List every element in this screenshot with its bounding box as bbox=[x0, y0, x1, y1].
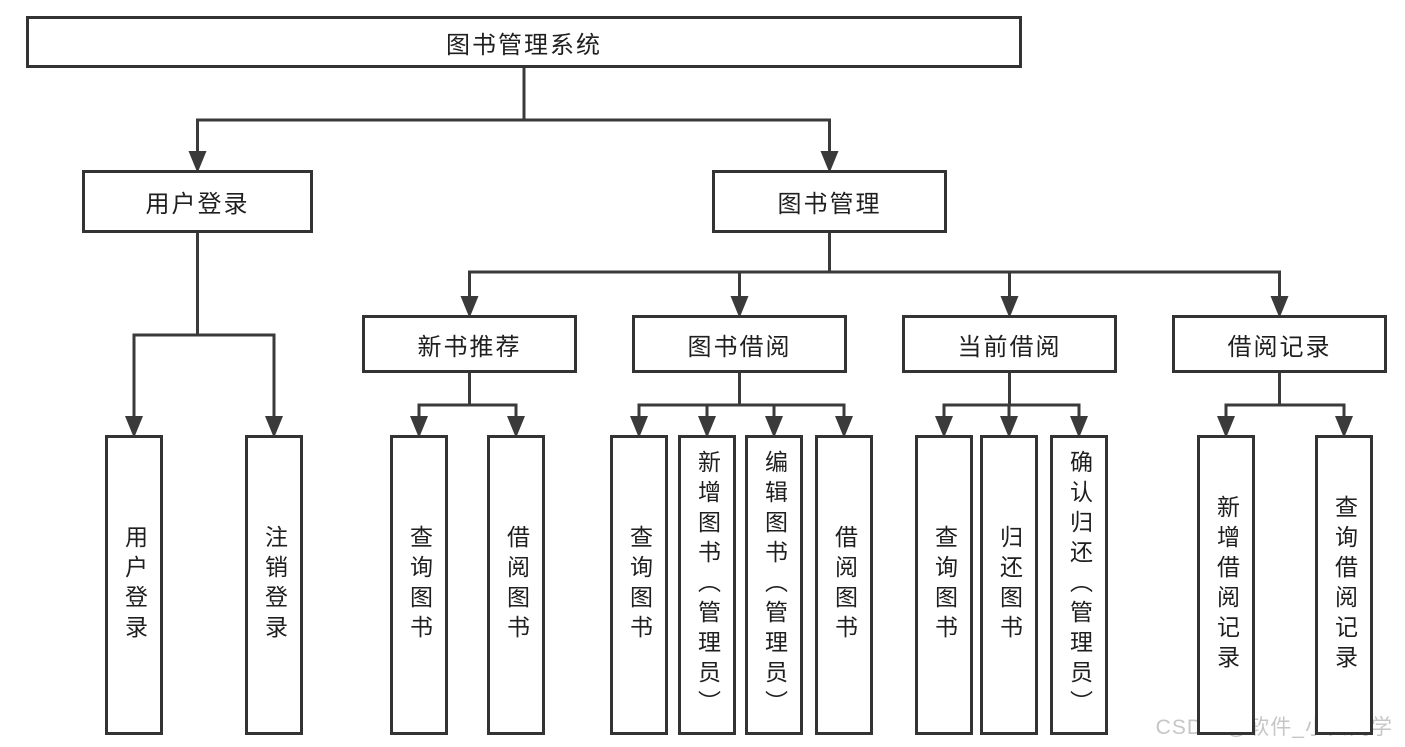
edge-current-borrow bbox=[935, 373, 1088, 438]
node-label-leaf-borrow-book-1: 借阅图书 bbox=[503, 525, 530, 645]
node-label-current-borrow: 当前借阅 bbox=[957, 333, 1062, 361]
node-label-book-management: 图书管理 bbox=[777, 191, 882, 218]
node-leaf-query-book-1: 查询图书 bbox=[390, 435, 448, 735]
node-leaf-query-book-3: 查询图书 bbox=[915, 435, 973, 735]
edge-borrow-records bbox=[1217, 373, 1353, 438]
node-label-root: 图书管理系统 bbox=[446, 31, 602, 59]
node-leaf-user-login: 用户登录 bbox=[105, 435, 163, 735]
node-leaf-query-borrow-record: 查询借阅记录 bbox=[1315, 435, 1373, 735]
node-leaf-return-book: 归还图书 bbox=[980, 435, 1038, 735]
node-label-new-book-recommend: 新书推荐 bbox=[417, 333, 522, 361]
node-book-management: 图书管理 bbox=[712, 170, 947, 233]
node-current-borrow: 当前借阅 bbox=[902, 315, 1117, 373]
node-label-leaf-borrow-book-2: 借阅图书 bbox=[831, 525, 858, 645]
node-label-leaf-confirm-return: 确认归还（管理员） bbox=[1066, 450, 1093, 720]
node-label-borrow-records: 借阅记录 bbox=[1227, 333, 1332, 361]
node-label-leaf-user-login: 用户登录 bbox=[121, 525, 148, 645]
edge-book-borrow bbox=[630, 373, 853, 438]
node-label-leaf-return-book: 归还图书 bbox=[996, 525, 1023, 645]
node-user-login: 用户登录 bbox=[82, 170, 313, 233]
node-label-leaf-query-book-3: 查询图书 bbox=[931, 525, 958, 645]
edge-root bbox=[188, 68, 839, 173]
node-leaf-add-book: 新增图书（管理员） bbox=[678, 435, 736, 735]
node-label-leaf-query-borrow-record: 查询借阅记录 bbox=[1331, 495, 1358, 675]
edge-book-management bbox=[460, 233, 1289, 318]
node-leaf-confirm-return: 确认归还（管理员） bbox=[1050, 435, 1108, 735]
node-label-leaf-add-borrow-record: 新增借阅记录 bbox=[1213, 495, 1240, 675]
node-root: 图书管理系统 bbox=[26, 16, 1022, 68]
node-leaf-borrow-book-2: 借阅图书 bbox=[815, 435, 873, 735]
node-leaf-edit-book: 编辑图书（管理员） bbox=[745, 435, 803, 735]
node-leaf-logout: 注销登录 bbox=[245, 435, 303, 735]
node-label-leaf-logout: 注销登录 bbox=[261, 525, 288, 645]
node-label-user-login: 用户登录 bbox=[145, 191, 250, 218]
node-book-borrow: 图书借阅 bbox=[632, 315, 847, 373]
node-leaf-query-book-2: 查询图书 bbox=[610, 435, 668, 735]
edge-new-book-recommend bbox=[410, 373, 525, 438]
node-label-leaf-query-book-2: 查询图书 bbox=[626, 525, 653, 645]
node-label-leaf-add-book: 新增图书（管理员） bbox=[694, 450, 721, 720]
node-label-leaf-edit-book: 编辑图书（管理员） bbox=[761, 450, 788, 720]
node-label-book-borrow: 图书借阅 bbox=[687, 333, 792, 361]
node-new-book-recommend: 新书推荐 bbox=[362, 315, 577, 373]
node-leaf-add-borrow-record: 新增借阅记录 bbox=[1197, 435, 1255, 735]
edge-user-login bbox=[125, 233, 283, 438]
node-leaf-borrow-book-1: 借阅图书 bbox=[487, 435, 545, 735]
node-borrow-records: 借阅记录 bbox=[1172, 315, 1387, 373]
node-label-leaf-query-book-1: 查询图书 bbox=[406, 525, 433, 645]
